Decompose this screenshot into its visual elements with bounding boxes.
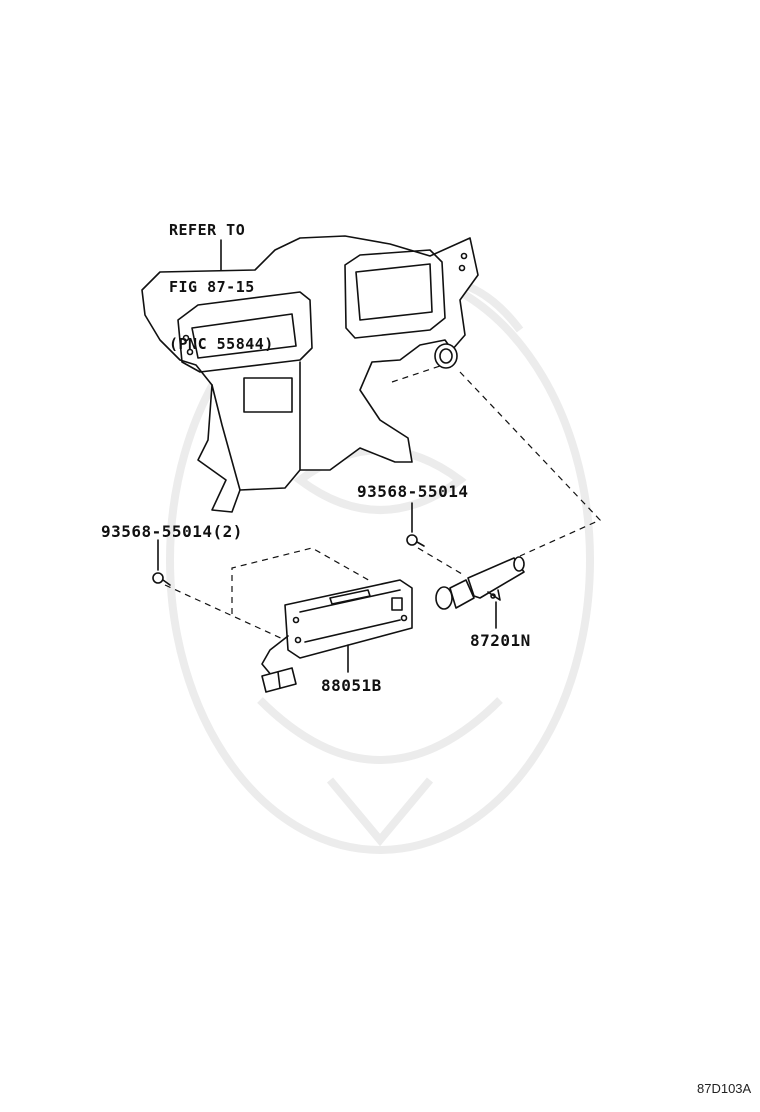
console-duct-assembly	[141, 235, 479, 513]
screw-right-icon	[406, 534, 425, 547]
lighter-socket-ring	[434, 343, 458, 369]
screw-left-dashed-line	[164, 584, 286, 641]
part-label-screw-left: 93568-55014(2)	[101, 522, 243, 541]
clock-unit-drawing	[261, 579, 413, 693]
screw-left-icon	[152, 572, 171, 586]
screw-right-dashed-line	[417, 547, 463, 575]
figure-code: 87D103A	[697, 1081, 752, 1096]
refer-line-3: (PNC 55844)	[169, 335, 274, 353]
cigarette-lighter-drawing	[435, 556, 525, 610]
clock-outline-dashed-line	[231, 547, 373, 614]
refer-line-1: REFER TO	[169, 221, 246, 239]
refer-to-note: REFER TO FIG 87-15 (PNC 55844)	[169, 183, 274, 392]
part-label-screw-right: 93568-55014	[357, 482, 469, 501]
part-label-clock: 88051B	[321, 676, 382, 695]
refer-line-2: FIG 87-15	[169, 278, 255, 296]
lighter-install-dashed-line	[391, 365, 602, 557]
part-label-lighter: 87201N	[470, 631, 531, 650]
